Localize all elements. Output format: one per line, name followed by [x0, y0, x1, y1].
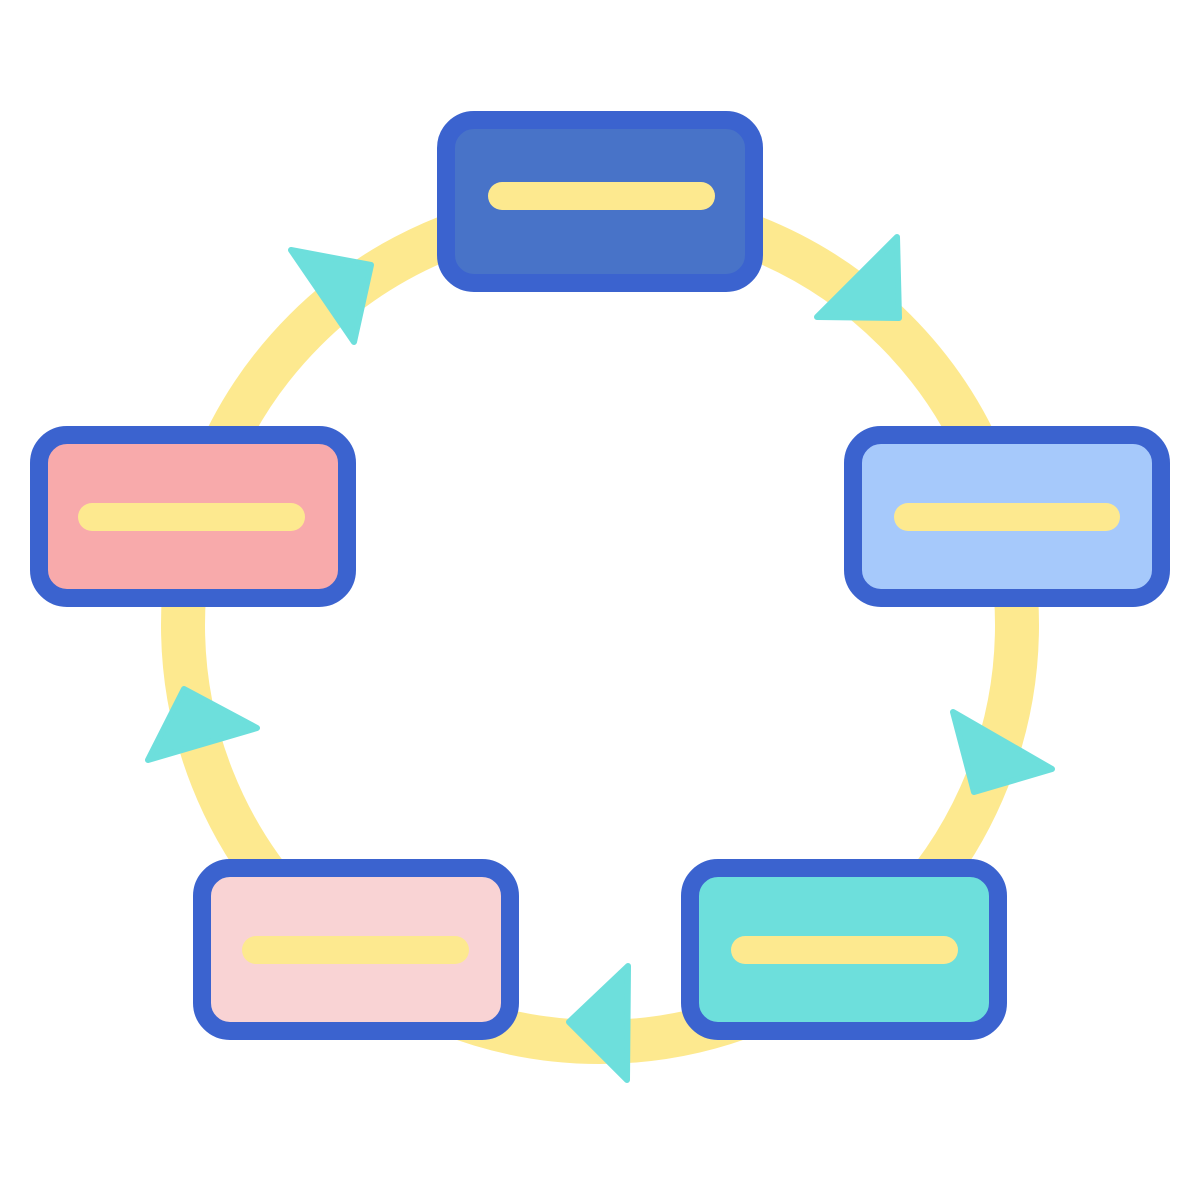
- arrow-top-left: [288, 247, 374, 345]
- cycle-nodes: [30, 111, 1170, 1040]
- node-left: [30, 426, 356, 607]
- node-top: [437, 111, 763, 292]
- cycle-arrows: [145, 234, 1055, 1083]
- arrow-top-right: [814, 234, 902, 321]
- node-bottom-right: [681, 859, 1007, 1040]
- node-right: [844, 426, 1170, 607]
- arrow-right-lower: [950, 709, 1055, 795]
- node-bottom-left: [193, 859, 519, 1040]
- arrow-left-lower: [145, 686, 260, 763]
- arrow-bottom: [566, 963, 631, 1083]
